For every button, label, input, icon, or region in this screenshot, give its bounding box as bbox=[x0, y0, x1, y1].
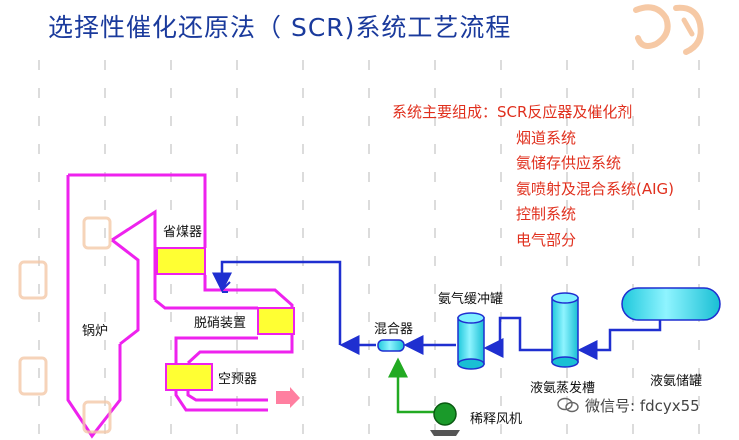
denitrification-label: 脱硝装置 bbox=[194, 316, 247, 331]
component-item: 氨储存供应系统 bbox=[516, 154, 622, 172]
dilution-air-line bbox=[388, 357, 436, 414]
watermark-text: 微信号: fdcyx55 bbox=[585, 397, 700, 415]
air-preheater-label: 空预器 bbox=[218, 372, 258, 387]
boiler-flue-outline bbox=[66, 173, 294, 439]
dilution-fan-label: 稀释风机 bbox=[470, 412, 523, 427]
background-dash-line bbox=[236, 60, 238, 440]
background-dash-line bbox=[104, 60, 106, 440]
ammonia-pipeline bbox=[212, 260, 662, 360]
liquid-ammonia-evaporator-label: 液氨蒸发槽 bbox=[530, 381, 596, 396]
liquid-ammonia-storage-label: 液氨储罐 bbox=[650, 374, 703, 389]
wechat-icon bbox=[557, 397, 579, 413]
ammonia-buffer-tank-label: 氨气缓冲罐 bbox=[438, 292, 504, 307]
dilution-fan-icon bbox=[430, 402, 460, 436]
component-item: SCR反应器及催化剂 bbox=[497, 103, 633, 121]
background-dash-line bbox=[698, 60, 700, 440]
component-item: 氨喷射及混合系统(AIG) bbox=[516, 179, 675, 198]
mixer-icon bbox=[377, 339, 405, 352]
background-dash-line bbox=[434, 60, 436, 440]
background-dash-line bbox=[368, 60, 370, 440]
mixer-label: 混合器 bbox=[374, 322, 414, 337]
decorative-stamp bbox=[18, 216, 112, 434]
background-dash-line bbox=[566, 60, 568, 440]
denitrification-box bbox=[257, 307, 295, 335]
background-dash-line bbox=[632, 60, 634, 440]
liquid-ammonia-storage-tank-icon bbox=[621, 287, 721, 321]
decorative-logo bbox=[633, 4, 704, 55]
background-dash-line bbox=[500, 60, 502, 440]
components-heading: 系统主要组成： bbox=[392, 103, 498, 121]
economizer-label: 省煤器 bbox=[163, 225, 203, 240]
background-dash-line bbox=[302, 60, 304, 440]
injection-nozzle-icon bbox=[221, 281, 231, 293]
economizer-box bbox=[156, 247, 206, 275]
flue-outlet-arrow bbox=[276, 387, 300, 408]
component-item: 控制系统 bbox=[516, 205, 577, 223]
component-item: 电气部分 bbox=[516, 230, 577, 249]
background-dash-line bbox=[38, 60, 40, 440]
system-components-list: 系统主要组成：SCR反应器及催化剂 烟道系统 氨储存供应系统 氨喷射及混合系统(… bbox=[392, 100, 674, 253]
page-title: 选择性催化还原法（ SCR)系统工艺流程 bbox=[48, 13, 512, 42]
liquid-ammonia-evaporator-icon bbox=[551, 292, 579, 368]
boiler-label: 锅炉 bbox=[82, 324, 109, 339]
ammonia-buffer-tank-icon bbox=[457, 312, 485, 370]
component-item: 烟道系统 bbox=[516, 128, 577, 147]
air-preheater-box bbox=[165, 363, 213, 391]
wechat-watermark: 微信号: fdcyx55 bbox=[557, 395, 700, 416]
